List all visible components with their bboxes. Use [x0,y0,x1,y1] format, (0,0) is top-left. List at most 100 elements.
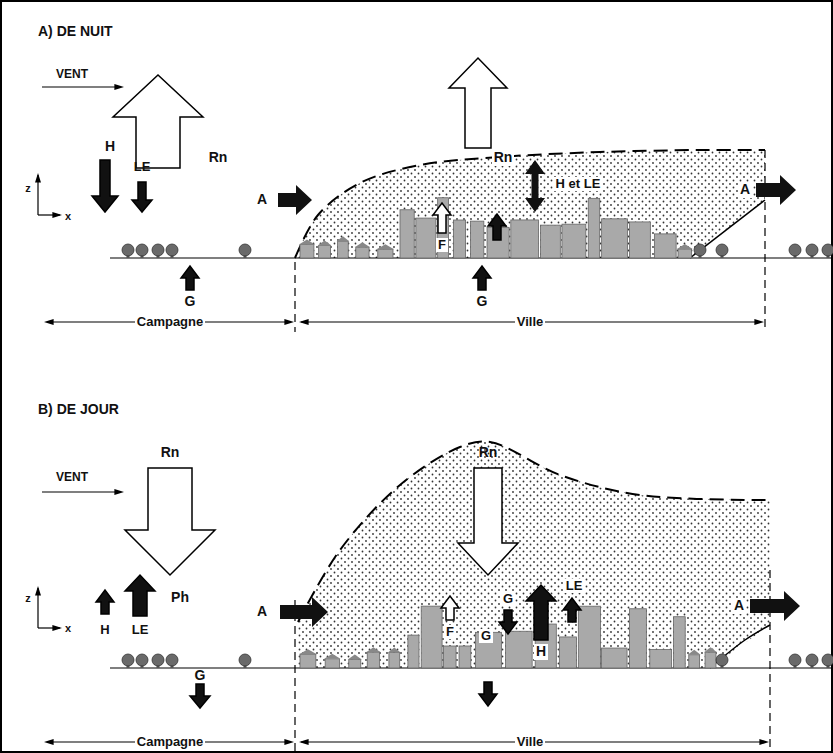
axis-label: x [65,210,71,222]
house-roof [366,647,380,652]
building [511,220,539,258]
flux-arrow [458,468,518,575]
tree [136,244,148,256]
building [443,646,456,668]
arrow-head [44,319,54,325]
flux-arrow [92,160,118,212]
tree [152,654,164,666]
flux-label: Rn [209,150,228,165]
building [389,653,400,668]
building [629,609,646,668]
flux-arrow [433,203,451,233]
guide-line [690,200,765,258]
building [408,635,419,668]
building [674,617,686,668]
flux-arrow [125,468,215,575]
guide-line [294,600,295,752]
building [300,654,316,668]
house-roof [299,239,315,244]
building [349,659,361,668]
flux-label: F [436,238,448,252]
tree [239,654,251,666]
guide-line [294,262,295,332]
flux-label: Rn [161,445,180,460]
house-roof [704,647,717,652]
house-roof [299,649,317,654]
flux-label: A [257,604,267,619]
flux-label: LE [132,623,149,637]
arrow-head [35,586,41,596]
flux-label: A [738,182,752,197]
flux-arrow [449,58,507,148]
building [400,210,414,258]
house-roof [355,242,370,247]
flux-label: G [477,294,488,309]
flux-label: Campagne [135,735,205,749]
building [459,646,471,668]
arrow-head [114,84,124,90]
flux-label: H [534,644,548,659]
arrow-head [754,319,764,325]
guide-line [764,150,765,332]
panel-title: A) DE NUIT [38,24,113,39]
flux-arrow [473,266,491,290]
tree [806,244,818,256]
flux-label: H [100,623,109,637]
arrow-head [52,625,62,631]
house-roof [388,648,401,653]
flux-label: G [501,592,515,606]
house-roof [318,241,332,246]
building [601,648,627,668]
axis-label: x [65,622,71,634]
flux-arrow [190,684,210,708]
house-roof [337,236,350,241]
building [319,246,331,258]
tree [789,654,801,666]
house-roof [677,244,693,249]
flux-label: G [479,629,493,643]
flux-label: LE [134,160,151,174]
house-roof [688,650,701,655]
boundary-layer-top [295,150,765,258]
flux-label: G [185,294,196,309]
flux-arrow [125,575,155,616]
building [630,222,651,258]
arrow-head [759,739,769,745]
building [678,249,692,258]
urban-boundary-layer [298,441,770,668]
advection-arrow [280,597,328,627]
flux-label: G [195,668,206,683]
flux-label: Ville [515,315,546,329]
axis-label: z [25,592,31,604]
tree [822,654,833,666]
arrow-head [284,739,294,745]
building [654,234,676,258]
arrow-head [52,212,62,218]
tree [166,244,178,256]
flux-arrow [499,610,517,634]
tree [122,244,134,256]
advection-arrow [750,591,800,621]
advection-arrow [756,175,796,205]
arrow-head [35,173,41,183]
house-roof [348,654,362,659]
tree [806,654,818,666]
building [602,219,628,258]
building [338,241,349,258]
flux-arrow [113,75,203,168]
flux-label: Rn [492,150,515,165]
axis-label: z [25,182,31,194]
flux-arrow [479,682,497,706]
building [562,224,586,258]
flux-label: Ph [171,590,189,605]
arrow-head [299,739,309,745]
building [470,221,483,258]
house-roof [377,244,394,249]
flux-arrow [181,266,199,290]
building [559,637,576,668]
tree [716,654,728,666]
rural-boundary [710,625,770,668]
